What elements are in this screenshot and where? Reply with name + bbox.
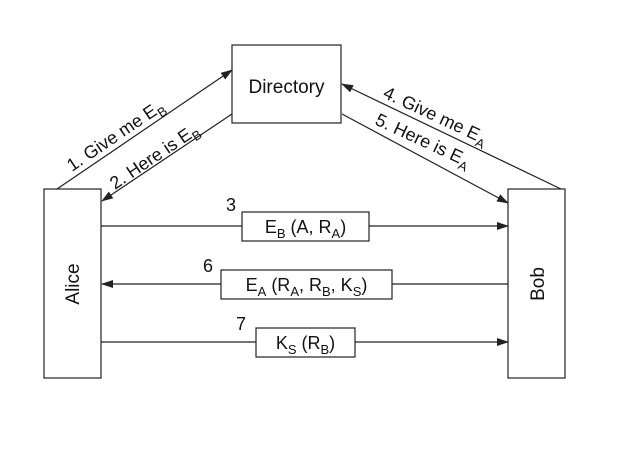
directory-label: Directory bbox=[248, 77, 325, 98]
step-6-number: 6 bbox=[203, 256, 213, 276]
step-3-message-box bbox=[241, 211, 370, 242]
alice-box bbox=[43, 188, 102, 379]
arrow-2-directory-to-alice bbox=[101, 113, 233, 202]
step-7-message-box bbox=[255, 327, 356, 358]
step-6-message: EA (RA, RB, KS) bbox=[246, 275, 368, 299]
bob-box bbox=[507, 188, 566, 379]
directory-box bbox=[231, 44, 342, 124]
step-6-message-box bbox=[220, 269, 393, 300]
step-3-number: 3 bbox=[226, 195, 236, 215]
step-7-number: 7 bbox=[236, 314, 246, 334]
arrow-4-bob-to-directory bbox=[341, 83, 562, 190]
arrow-5-directory-to-bob bbox=[341, 113, 509, 204]
step-3-message: EB (A, RA) bbox=[265, 217, 346, 241]
step-7-message: KS (RB) bbox=[276, 333, 335, 357]
arrow-1-alice-to-directory bbox=[56, 69, 233, 190]
alice-label: Alice bbox=[63, 263, 84, 304]
bob-label: Bob bbox=[528, 267, 549, 301]
